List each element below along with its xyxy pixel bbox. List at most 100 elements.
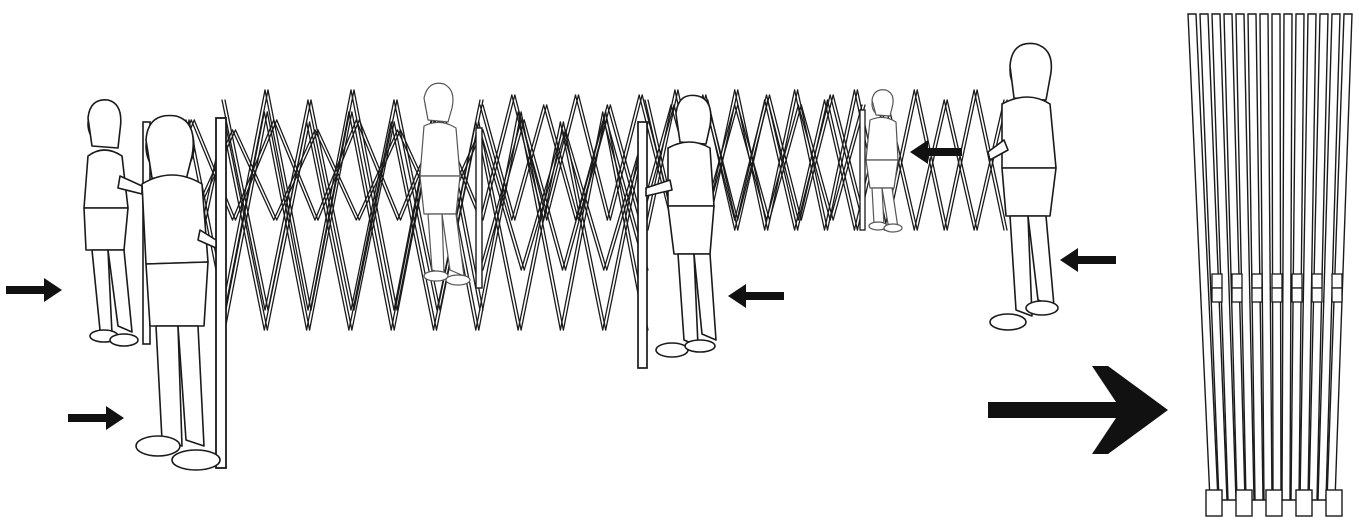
collapsed-joint-bracket <box>1231 287 1243 303</box>
truss-left-mid-bar <box>224 89 269 311</box>
truss-back-right-bar <box>514 94 548 221</box>
truss-front-right-bar <box>767 89 799 231</box>
truss-mid-side-bar <box>561 129 605 271</box>
truss-front-right-bar <box>796 99 829 231</box>
truss-front-left-bar <box>263 111 308 331</box>
truss-front-right-bar <box>644 89 676 231</box>
truss-front-right-bar <box>764 89 796 231</box>
truss-back-right-bar <box>768 94 802 221</box>
collapsed-pole <box>1247 13 1264 501</box>
collapsed-pole <box>1271 13 1282 501</box>
truss-mid-side-bar <box>564 129 608 271</box>
truss-back-right-bar <box>546 104 580 221</box>
truss-front-right-bar <box>946 89 978 231</box>
truss-front-left-bar <box>351 121 395 331</box>
truss-front-right-bar <box>793 99 826 231</box>
collapsed-joint-bracket <box>1251 287 1263 303</box>
truss-left-mid-bar <box>267 99 312 311</box>
truss-left-mid-bar <box>307 99 352 311</box>
truss-back-left-bar <box>231 129 275 221</box>
truss-mid-side-bar <box>482 119 525 271</box>
truss-back-right-bar <box>609 94 643 221</box>
truss-left-mid-bar <box>307 89 352 311</box>
truss-back-left-bar <box>193 119 237 221</box>
truss-front-right-bar <box>946 99 978 231</box>
collapsed-foot <box>1265 489 1283 517</box>
collapsed-joint-bracket <box>1251 273 1263 289</box>
person-back-right <box>865 89 903 233</box>
person-front-middle <box>645 94 717 358</box>
truss-back-right-bar <box>482 94 516 221</box>
truss-back-right-bar <box>546 94 580 221</box>
truss-back-left-bar <box>273 119 316 221</box>
truss-back-right-bar <box>829 104 863 221</box>
truss-mid-side-bar <box>479 119 522 271</box>
truss-front-right-bar <box>826 89 859 231</box>
truss-front-left-bar <box>266 121 311 331</box>
truss-left-mid-bar <box>350 89 395 311</box>
truss-back-right-bar <box>511 104 545 221</box>
truss-left-mid-bar <box>310 99 355 311</box>
truss-front-left-bar <box>520 121 565 331</box>
truss-front-left-bar <box>559 121 604 331</box>
collapsed-pole <box>1235 13 1255 501</box>
truss-front-left-bar <box>308 111 353 331</box>
truss-front-right-bar <box>943 89 975 231</box>
truss-back-right-bar <box>543 104 577 221</box>
truss-back-right-bar <box>479 94 513 221</box>
truss-back-right-bar <box>514 104 548 221</box>
collapsed-joint-bracket <box>1291 273 1303 289</box>
collapsed-foot <box>1235 489 1253 517</box>
arrow-left-middle <box>728 284 784 308</box>
truss-back-left-bar <box>317 129 360 221</box>
truss-front-left-bar <box>478 121 522 331</box>
collapsed-joint-bracket <box>1211 273 1223 289</box>
truss-front-left-bar <box>475 121 519 331</box>
truss-back-right-bar <box>606 104 640 221</box>
truss-left-mid-bar <box>221 89 266 311</box>
truss-left-mid-bar <box>267 89 312 311</box>
truss-front-right-bar <box>943 99 975 231</box>
truss-left-mid-bar <box>264 89 309 311</box>
collapsed-foot <box>1205 489 1223 517</box>
truss-back-right-bar <box>829 94 863 221</box>
truss-front-right-bar <box>916 99 948 231</box>
collapsed-joint-bracket <box>1331 287 1343 303</box>
truss-front-left-bar <box>517 121 562 331</box>
collapsed-pole <box>1199 13 1228 501</box>
truss-front-right-bar <box>973 99 1005 231</box>
collapsed-canopy-frame <box>1187 13 1353 517</box>
leg-front-middle <box>637 121 648 369</box>
person-back-middle <box>419 82 471 286</box>
truss-back-left-bar <box>273 129 316 221</box>
arrow-right-upper-left <box>6 278 62 302</box>
truss-front-right-bar <box>913 89 945 231</box>
leg-back-right <box>859 109 866 231</box>
collapsed-joint-bracket <box>1211 287 1223 303</box>
collapsed-foot <box>1325 489 1343 517</box>
truss-back-right-bar <box>797 104 831 221</box>
truss-mid-side-bar <box>482 129 525 271</box>
truss-front-left-bar <box>393 121 438 331</box>
truss-back-right-bar <box>574 94 608 221</box>
truss-mid-side-bar <box>479 129 522 271</box>
person-front-left <box>135 114 221 471</box>
truss-back-right-bar <box>543 94 577 221</box>
truss-back-right-bar <box>482 104 516 221</box>
truss-front-left-bar <box>351 111 395 331</box>
truss-front-left-bar <box>266 111 311 331</box>
truss-front-right-bar <box>913 99 945 231</box>
person-back-left <box>83 99 143 347</box>
truss-mid-side-bar <box>523 129 567 271</box>
truss-front-left-bar <box>390 121 435 331</box>
truss-front-right-bar <box>916 89 948 231</box>
collapsed-joint-bracket <box>1311 287 1323 303</box>
truss-left-mid-bar <box>353 99 398 311</box>
truss-mid-side-bar <box>561 119 605 271</box>
arrow-large-right <box>988 366 1168 454</box>
collapsed-joint-bracket <box>1271 273 1283 289</box>
collapsed-joint-bracket <box>1331 273 1343 289</box>
truss-front-right-bar <box>823 89 856 231</box>
truss-mid-side-bar <box>523 119 567 271</box>
person-front-right <box>987 42 1059 331</box>
